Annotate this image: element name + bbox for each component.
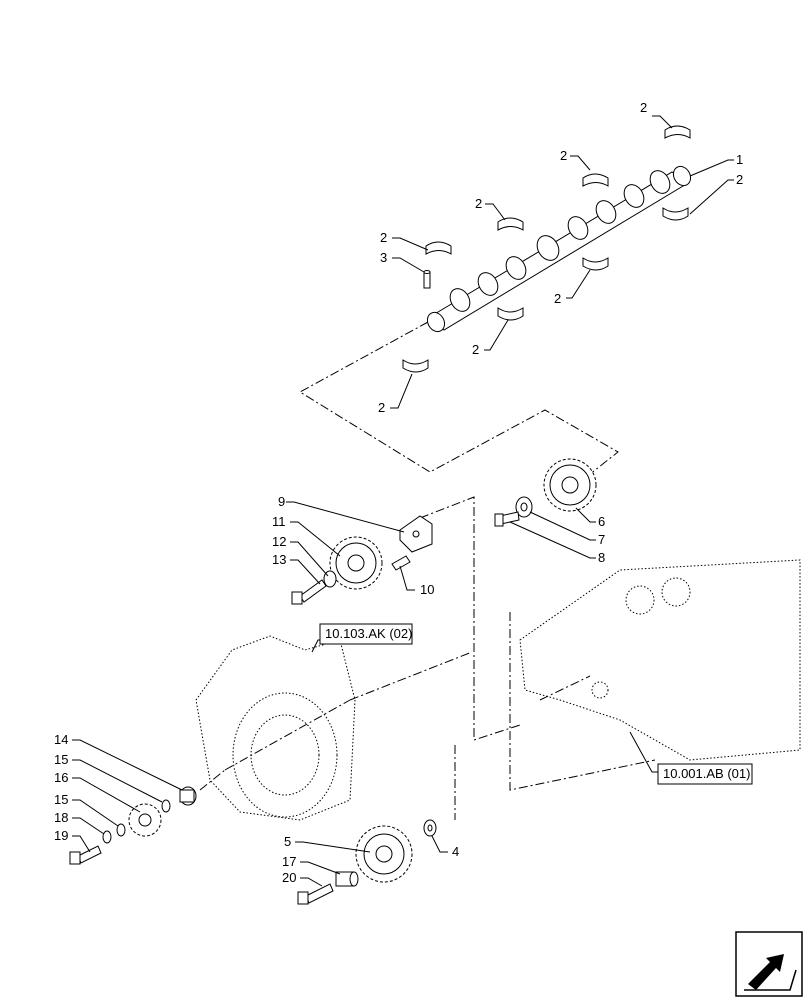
pump-bolt: [69, 845, 102, 865]
camshaft: [426, 165, 692, 333]
callout-6: 6: [598, 514, 605, 529]
callout-7: 7: [598, 532, 605, 547]
callout-2: 2: [475, 196, 482, 211]
callout-11: 11: [272, 514, 286, 529]
callout-8: 8: [598, 550, 605, 565]
drive-spacer: [335, 871, 359, 887]
callout-2: 2: [640, 100, 647, 115]
pump-gear-hub: [179, 786, 197, 806]
pump-washers: [102, 799, 171, 844]
callout-13: 13: [272, 552, 286, 567]
assembly-centerlines: [199, 321, 656, 820]
bearing-shell: [664, 125, 691, 139]
svg-text:10.103.AK (02): 10.103.AK (02): [325, 626, 412, 641]
bearing-shell: [582, 257, 609, 271]
callout-4: 4: [452, 844, 459, 859]
leader-lines: [72, 115, 734, 887]
callout-9: 9: [278, 494, 285, 509]
svg-text:10.001.AB (01): 10.001.AB (01): [663, 766, 750, 781]
callout-1: 1: [736, 152, 743, 167]
drive-washer: [423, 819, 437, 837]
bearing-shells: [402, 125, 691, 373]
flywheel-housing: [195, 635, 356, 821]
engine-block: [519, 559, 801, 761]
drive-gear: [355, 825, 413, 883]
dowel-pin: [423, 270, 431, 289]
callout-labels: 2 1 2 2 2 2 3 2 2 2 9 11 12 13 10 6 7 8 …: [54, 100, 743, 885]
reference-flywheel-housing[interactable]: 10.103.AK (02): [319, 623, 413, 645]
callout-2: 2: [472, 342, 479, 357]
idler-bolt: [291, 579, 327, 605]
callout-15: 15: [54, 752, 68, 767]
callout-12: 12: [272, 534, 286, 549]
idler-support: [399, 515, 433, 553]
idler-gear: [329, 536, 383, 590]
callout-5: 5: [284, 834, 291, 849]
callout-2: 2: [554, 291, 561, 306]
gear-bolt: [494, 511, 520, 527]
callout-14: 14: [54, 732, 68, 747]
drive-bolt: [297, 883, 334, 905]
callout-18: 18: [54, 810, 68, 825]
bearing-shell: [662, 207, 689, 221]
callout-19: 19: [54, 828, 68, 843]
bearing-shell: [497, 307, 524, 321]
callout-16: 16: [54, 770, 68, 785]
arrow-return-icon[interactable]: [735, 931, 803, 997]
callout-2: 2: [380, 230, 387, 245]
bearing-shell: [425, 241, 452, 255]
callout-3: 3: [380, 250, 387, 265]
callout-2: 2: [560, 148, 567, 163]
callout-20: 20: [282, 870, 296, 885]
bearing-shell: [402, 359, 429, 373]
bearing-shell: [497, 217, 524, 231]
callout-10: 10: [420, 582, 434, 597]
bearing-shell: [582, 173, 609, 187]
reference-engine-block[interactable]: 10.001.AB (01): [657, 763, 753, 785]
callout-2: 2: [378, 400, 385, 415]
idler-shaft-bolt: [391, 555, 411, 571]
camshaft-gear: [543, 458, 597, 512]
thrust-washer: [515, 496, 533, 518]
callout-17: 17: [282, 854, 296, 869]
callout-15: 15: [54, 792, 68, 807]
pump-gear: [128, 803, 162, 837]
callout-2: 2: [736, 172, 743, 187]
